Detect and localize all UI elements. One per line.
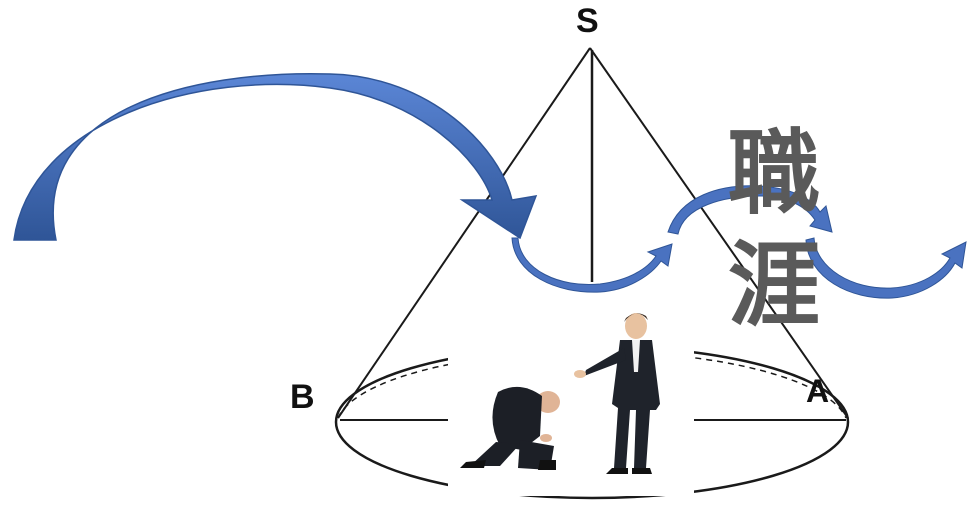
- cone-right-edge: [589, 47, 849, 419]
- char-zhi: 職: [727, 120, 820, 227]
- wave-arrow-3: [805, 237, 967, 299]
- wave-arrow-2: [667, 185, 833, 235]
- cone-left-edge: [337, 47, 591, 419]
- point-a-label: A: [806, 373, 829, 409]
- people-illustration: [460, 313, 660, 474]
- cone-base-back: [337, 350, 847, 419]
- kneeling-man: [460, 386, 560, 470]
- point-b-label: B: [290, 378, 315, 416]
- vertical-career-text: 職 涯: [724, 118, 824, 342]
- wave-arrow-1: [511, 237, 673, 293]
- standing-man: [574, 313, 660, 474]
- wave-arrows: [511, 185, 967, 299]
- big-curved-arrow: [13, 72, 538, 241]
- apex-label: S: [576, 2, 599, 40]
- char-ya: 涯: [727, 232, 820, 339]
